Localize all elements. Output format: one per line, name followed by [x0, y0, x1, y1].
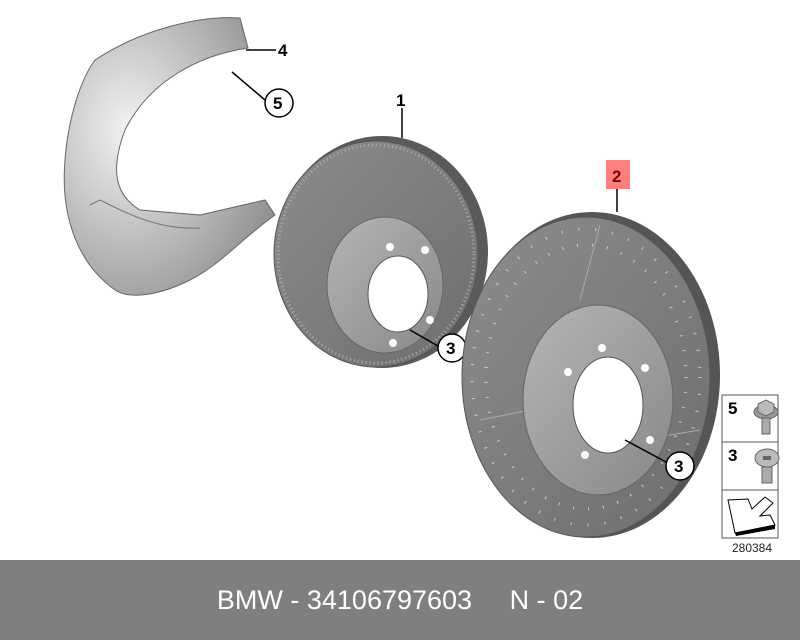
gap — [472, 585, 510, 616]
countersunk-screw-icon — [754, 448, 780, 484]
leader-line-3a — [409, 329, 439, 347]
diagram-code: 280384 — [731, 541, 773, 555]
brand: BMW — [216, 584, 283, 615]
parts-legend: 5 3 — [721, 394, 780, 539]
hex-flange-bolt-icon — [753, 399, 779, 435]
parts-diagram: 4 5 1 3 2 3 5 — [63, 17, 780, 539]
position-code: N - 02 — [509, 584, 584, 615]
leader-line-5 — [231, 71, 266, 101]
callout-circle-3b — [665, 451, 695, 481]
brake-disc-sport[interactable] — [461, 212, 720, 538]
callout-1: 1 — [396, 91, 405, 110]
brake-disc-standard[interactable] — [273, 136, 488, 368]
legend-number-3: 3 — [728, 446, 737, 465]
part-number: 34106797603 — [306, 584, 473, 615]
callout-5: 5 — [273, 94, 282, 113]
callout-3b: 3 — [674, 457, 683, 476]
callout-circle-5 — [264, 88, 294, 118]
leader-line-3b — [624, 439, 667, 463]
callout-2: 2 — [612, 167, 621, 186]
callout-highlight-2 — [606, 160, 630, 189]
direction-arrow-icon — [727, 496, 776, 536]
callout-3a: 3 — [446, 339, 455, 358]
brake-shield[interactable] — [63, 17, 276, 296]
callout-4: 4 — [278, 41, 288, 60]
legend-number-5: 5 — [728, 399, 737, 418]
separator: - — [282, 584, 307, 615]
footer-bar: BMW - 34106797603 N - 02 — [0, 560, 800, 640]
